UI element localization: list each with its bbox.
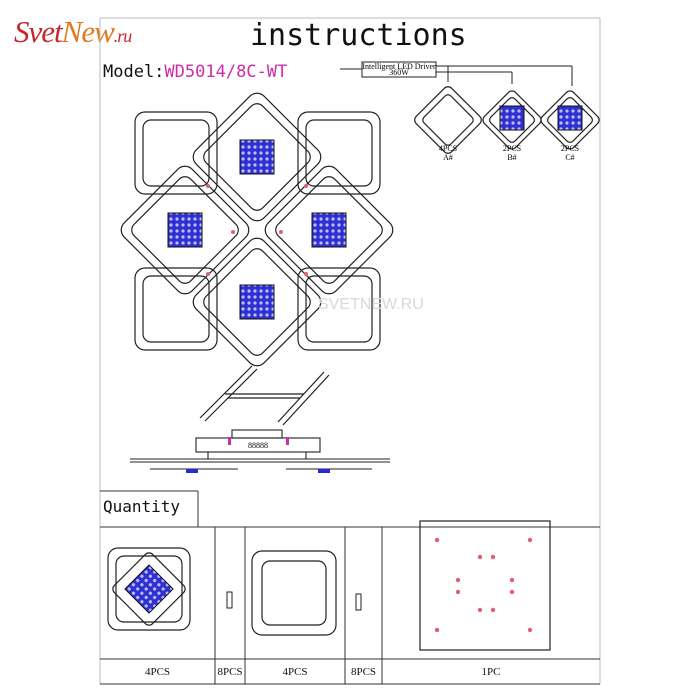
model-line: Model:WD5014/8C-WT xyxy=(103,62,287,82)
qty-screw-2 xyxy=(355,593,362,611)
quantity-label: Quantity xyxy=(103,497,181,516)
watermark: SVETNEW.RU xyxy=(318,296,424,313)
mounting-bracket xyxy=(199,365,330,426)
part-c-count: 2PCS xyxy=(561,144,579,153)
qty-count-1: 4PCS xyxy=(144,666,171,678)
page-frame xyxy=(99,17,601,684)
quantity-table xyxy=(100,490,600,685)
part-a-count: 4PCS xyxy=(439,144,457,153)
top-view-led-modules xyxy=(167,139,347,320)
qty-item-mounting-plate xyxy=(419,520,551,651)
model-value: WD5014/8C-WT xyxy=(164,62,288,82)
qty-count-3: 4PCS xyxy=(282,666,308,678)
part-b-led-module xyxy=(499,105,525,131)
part-c-code: C# xyxy=(565,153,574,162)
top-view-screws xyxy=(206,184,308,276)
qty-count-4: 8PCS xyxy=(350,666,377,678)
driver-line2: 360W xyxy=(389,68,409,77)
qty-item-square-diamond xyxy=(107,547,191,631)
page-title: instructions xyxy=(250,18,467,53)
qty-item-led-module xyxy=(124,564,174,614)
ceiling-plate-label: 88888 xyxy=(248,441,268,450)
qty-item-square-frame xyxy=(251,550,337,636)
part-a-diamond xyxy=(414,86,482,154)
driver-line1: Intelligent LED Driver xyxy=(362,62,436,71)
chandelier-top-view xyxy=(120,92,394,367)
led-driver xyxy=(340,61,573,86)
part-a-code: A# xyxy=(443,153,453,162)
part-c-led-module xyxy=(557,105,583,131)
model-label: Model: xyxy=(103,62,165,82)
qty-count-5: 1PC xyxy=(481,666,501,678)
qty-screw-1 xyxy=(226,591,233,609)
side-view xyxy=(130,429,390,470)
part-b-code: B# xyxy=(507,153,516,162)
qty-count-2: 8PCS xyxy=(217,666,243,678)
part-b-count: 2PCS xyxy=(503,144,521,153)
svetnew-logo: SvetNew.ru xyxy=(14,14,132,49)
